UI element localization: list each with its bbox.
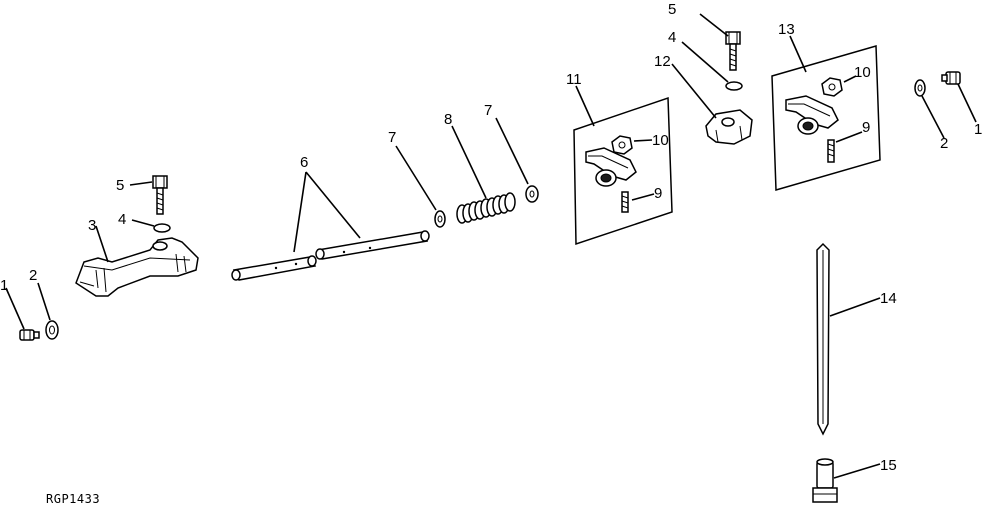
rocker-shaft-left [231,255,317,281]
shaft-support-bracket [75,237,199,297]
leader-5-left [129,181,153,186]
callout-1-right: 1 [974,121,982,138]
leader-4-right [681,41,729,83]
callout-13: 13 [778,21,795,38]
plug-right [941,71,961,85]
bolt-left [152,175,168,215]
push-rod [816,242,830,436]
rocker-shaft-right [315,230,430,260]
callout-15: 15 [880,457,897,474]
leader-6a [293,171,307,253]
leader-9-right [835,131,863,143]
washer-2-left [45,320,59,340]
callout-11: 11 [566,71,582,88]
callout-10-left: 10 [652,132,669,149]
leader-9-left [631,193,655,201]
callout-9-right: 9 [862,119,870,136]
callout-7-left: 7 [388,129,396,146]
callout-14: 14 [880,290,897,307]
callout-10-right: 10 [854,64,871,81]
callout-3: 3 [88,217,96,234]
cam-follower [812,458,838,503]
leader-1-left [5,287,25,330]
leader-15 [833,463,881,479]
callout-2-right: 2 [940,135,948,152]
leader-5-right [699,13,729,37]
leader-4-left [131,219,155,227]
leader-11 [575,85,595,127]
callout-1-left: 1 [0,277,8,294]
callout-4-left: 4 [118,211,126,228]
callout-8: 8 [444,111,452,128]
washer-right [725,81,743,91]
leader-8 [451,125,487,199]
leader-2-left [37,282,51,321]
leader-14 [829,297,881,317]
washer-left [153,223,171,233]
rocker-arm-panel-right [771,45,881,191]
shaft-spring [456,192,516,224]
callout-5-right: 5 [668,1,676,18]
callout-9-left: 9 [654,185,662,202]
callout-5-left: 5 [116,177,124,194]
plug-left [19,329,40,341]
washer-7-left [434,210,446,228]
leader-10-right [843,75,857,83]
callout-4-right: 4 [668,29,676,46]
shaft-support-bracket-right [705,109,753,145]
leader-2-right [921,95,945,139]
washer-7-right [525,185,539,203]
leader-3 [95,225,109,263]
leader-7-left [395,145,437,211]
leader-6b [305,171,361,239]
leader-10-left [633,139,653,142]
callout-12: 12 [654,53,671,70]
leader-12 [671,63,717,119]
leader-7-right [495,117,529,185]
leader-13 [789,35,807,73]
washer-2-right [914,79,926,97]
callout-2-left: 2 [29,267,37,284]
bolt-right [725,31,741,71]
leader-1-right [957,83,977,123]
figure-reference-code: RGP1433 [46,492,100,506]
rocker-arm-panel-left [573,96,673,246]
callout-7-right: 7 [484,102,492,119]
callout-6: 6 [300,154,308,171]
